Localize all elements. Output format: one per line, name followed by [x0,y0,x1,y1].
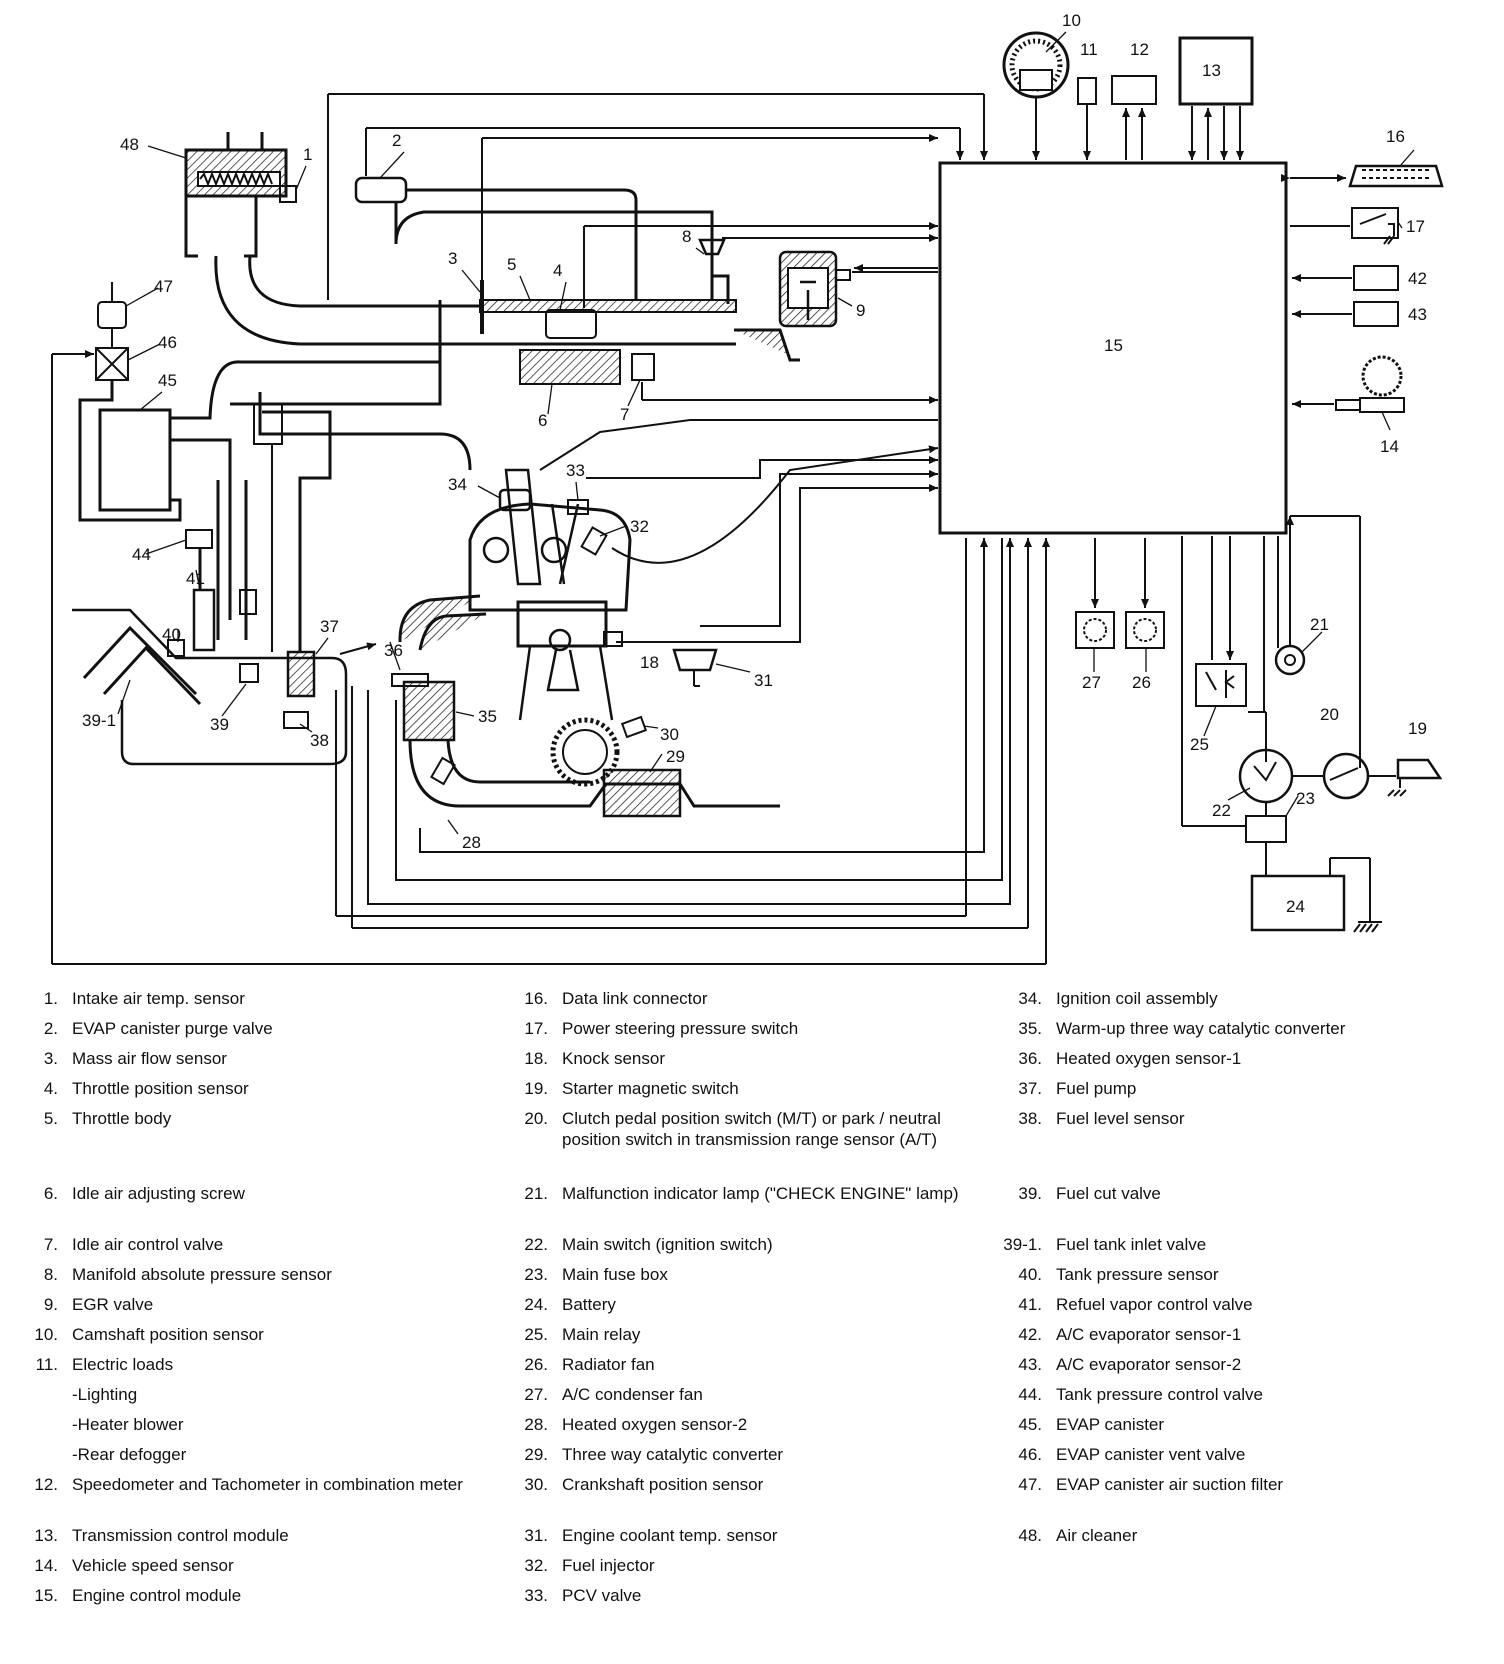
callout-45: 45 [158,371,177,390]
callout-10: 10 [1062,11,1081,30]
fuel-tank-inlet-pipe [82,625,202,706]
callout-46: 46 [158,333,177,352]
clutch-pedal-switch-icon [1322,752,1370,800]
idle-air-adjusting-screw [519,349,621,385]
callout-13: 13 [1202,61,1221,80]
throttle-body [479,299,737,313]
fuel-pump [286,650,316,698]
callout-12: 12 [1130,40,1149,59]
callout-4: 4 [553,261,562,280]
callout-16: 16 [1386,127,1405,146]
engine-coolant-temp-sensor [672,648,718,672]
battery-box [1250,874,1346,932]
main-relay-box [1195,663,1247,707]
tcm-box [1178,36,1254,106]
three-way-catalytic-converter [602,768,682,818]
callout-17: 17 [1406,217,1425,236]
ac-evaporator-sensor-2-box [1353,301,1399,327]
callout-38: 38 [310,731,329,750]
engine-control-system-diagram: 1 2 3 4 5 6 7 8 9 10 11 12 13 14 15 16 1… [51,11,1444,965]
warm-up-catalytic-converter [402,680,456,742]
callout-37: 37 [320,617,339,636]
intake-air-temp-sensor [279,185,297,203]
callout-25: 25 [1190,735,1209,754]
callout-9: 9 [856,301,865,320]
evap-canister-purge-valve [354,176,408,204]
malfunction-indicator-lamp-icon [1274,644,1306,676]
callout-5: 5 [507,255,516,274]
electric-loads-box [1077,77,1097,105]
heated-oxygen-sensor-2 [430,756,456,786]
callout-1: 1 [303,145,312,164]
idle-air-control-valve [631,353,655,381]
camshaft-position-sensor-icon [1002,31,1070,160]
callout-3: 3 [448,249,457,268]
starter-magnetic-switch-icon [1396,758,1443,780]
manifold-absolute-pressure-sensor [698,238,726,256]
callout-43: 43 [1408,305,1427,324]
callout-33: 33 [566,461,585,480]
callout-11: 11 [1080,40,1098,59]
callout-32: 32 [630,517,649,536]
radiator-fan-box [1125,611,1165,649]
callout-7: 7 [620,405,629,424]
callout-39: 39 [210,715,229,734]
ecm-box [938,161,1288,535]
callout-20: 20 [1320,705,1339,724]
callout-40: 40 [162,625,181,644]
callout-28: 28 [462,833,481,852]
fuel-cut-valve [239,663,259,683]
callout-8: 8 [682,227,691,246]
throttle-position-sensor [545,309,597,339]
speedometer-box [1111,75,1157,105]
callout-31: 31 [754,671,773,690]
callout-34: 34 [448,475,467,494]
ac-evaporator-sensor-1-box [1353,265,1399,291]
knock-sensor [603,631,623,647]
callout-23: 23 [1296,789,1315,808]
evap-canister [98,408,172,512]
egr-valve-icon [734,250,851,362]
callout-42: 42 [1408,269,1427,288]
data-link-connector-icon [1281,164,1444,188]
callout-47: 47 [154,277,173,296]
callout-labels: 1 2 3 4 5 6 7 8 9 10 11 12 13 14 15 16 1… [82,11,1427,916]
callout-18: 18 [640,653,659,672]
vehicle-speed-sensor-icon [1292,355,1405,413]
callout-35: 35 [478,707,497,726]
callout-41: 41 [186,569,205,588]
tank-pressure-control-valve [185,529,213,549]
callout-30: 30 [660,725,679,744]
ignition-coil-assembly [498,488,532,512]
callout-22: 22 [1212,801,1231,820]
callout-19: 19 [1408,719,1427,738]
callout-15: 15 [1104,336,1123,355]
callout-6: 6 [538,411,547,430]
heated-oxygen-sensor-1 [391,673,429,687]
fuel-tank [72,608,348,766]
main-fuse-box [1245,815,1287,843]
callout-2: 2 [392,131,401,150]
callout-21: 21 [1310,615,1329,634]
exhaust-manifold [398,594,487,651]
refuel-vapor-control-valve [192,588,216,652]
callout-14: 14 [1380,437,1399,456]
callout-24: 24 [1286,897,1305,916]
intake-duct [214,255,736,346]
callout-48: 48 [120,135,139,154]
ac-condenser-fan-box [1075,611,1115,649]
engine-block-icon [468,468,632,787]
fuel-level-sensor [283,711,309,729]
fuel-injector [580,526,608,556]
callout-26: 26 [1132,673,1151,692]
callout-44: 44 [132,545,151,564]
callout-29: 29 [666,747,685,766]
crankshaft-position-sensor [620,715,648,739]
callout-27: 27 [1082,673,1101,692]
air-cleaner-icon [184,132,288,258]
evap-canister-air-suction-filter [97,301,127,329]
callout-39-1: 39-1 [82,711,116,730]
